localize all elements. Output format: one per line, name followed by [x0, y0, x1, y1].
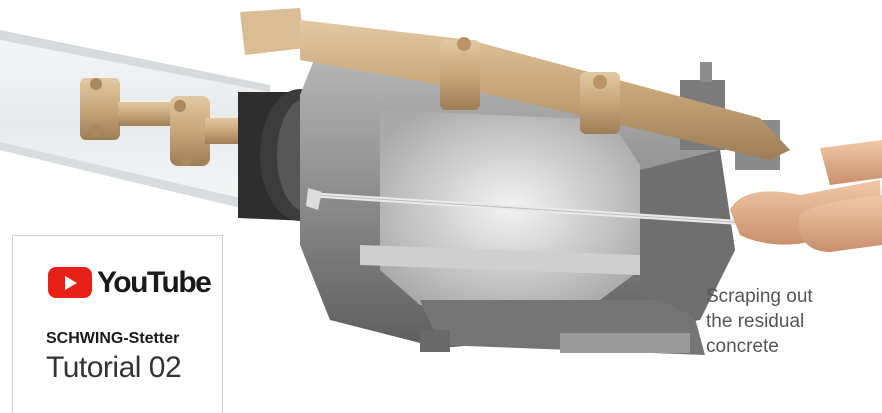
youtube-play-icon — [48, 267, 92, 298]
caption-text: Scraping out the residual concrete — [706, 284, 813, 359]
youtube-wordmark: YouTube — [97, 265, 212, 299]
caption-line: Scraping out — [706, 286, 813, 307]
youtube-tutorial-card[interactable]: YouTube SCHWING-Stetter Tutorial 02 — [12, 235, 223, 413]
caption-line: the residual — [706, 311, 805, 332]
company-name: SCHWING-Stetter — [46, 330, 180, 347]
tutorial-title: Tutorial 02 — [46, 351, 182, 384]
hands — [730, 140, 882, 252]
caption-line: concrete — [706, 336, 779, 357]
upper-drive-shaft — [240, 8, 790, 160]
youtube-logo[interactable]: YouTube — [48, 265, 212, 299]
